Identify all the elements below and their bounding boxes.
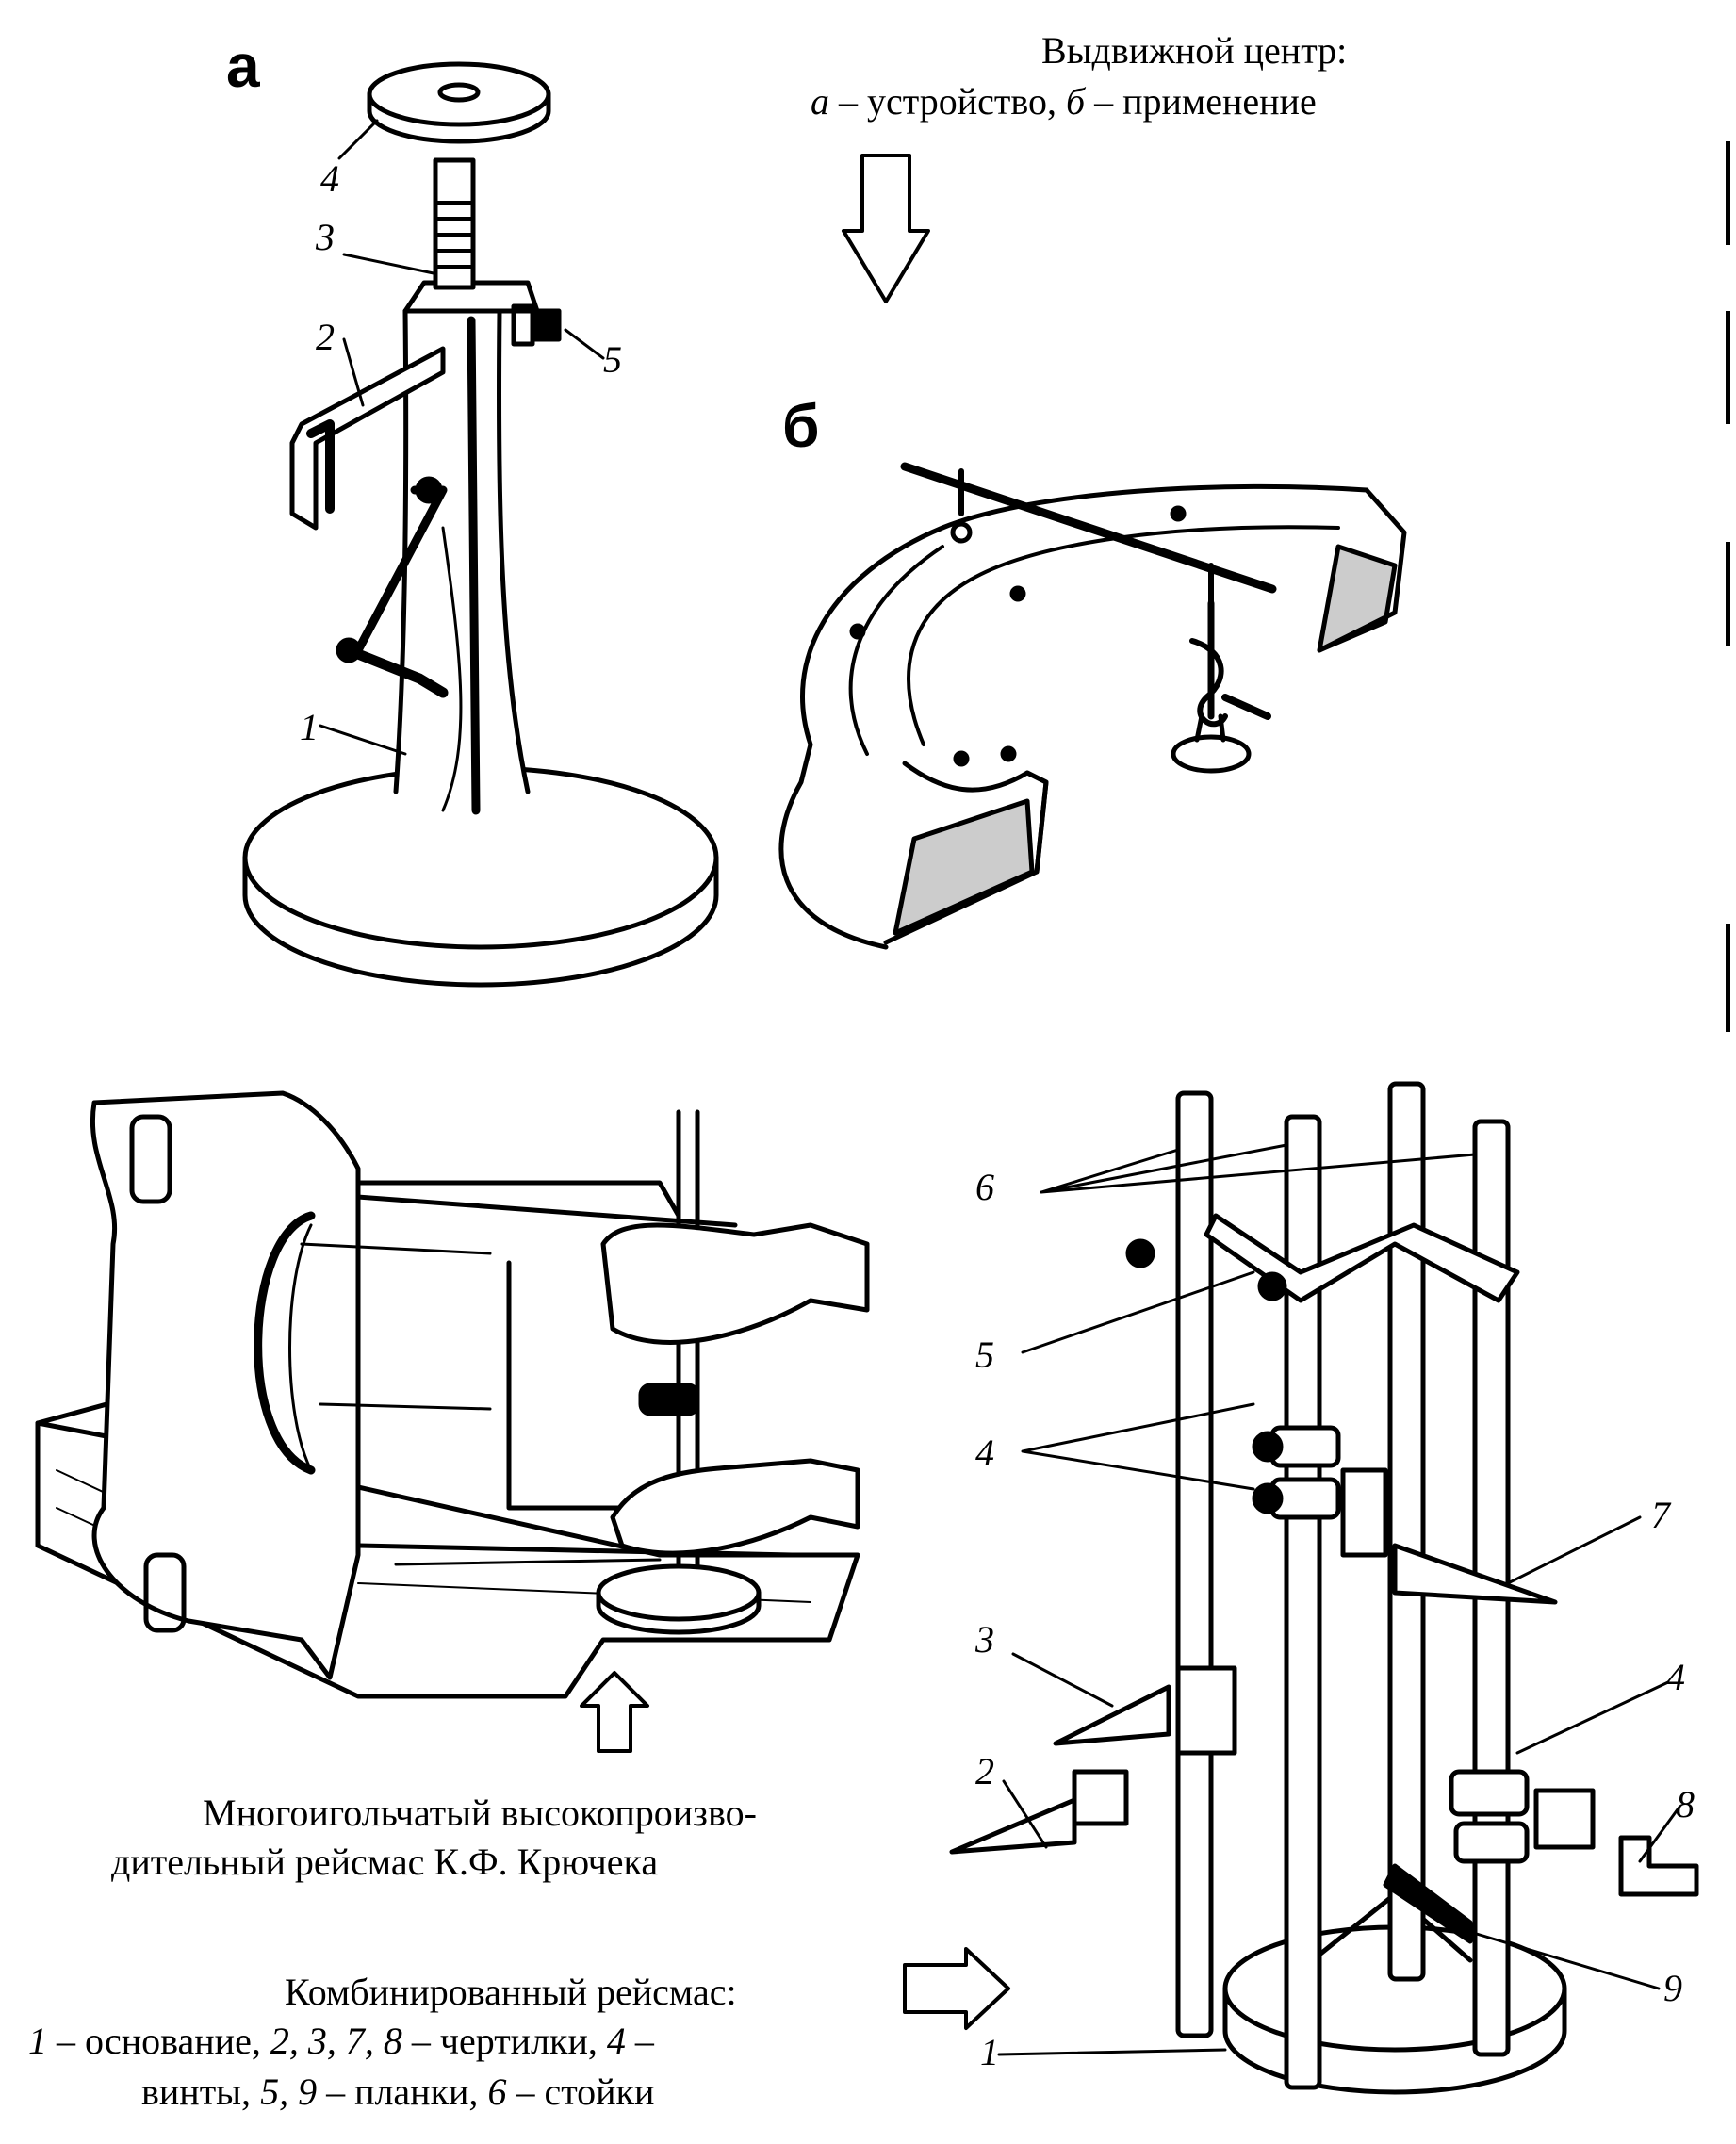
label-plate-9: 9 [1663,1967,1682,2009]
page-edge-mark [1726,311,1730,424]
label-base-1: 1 [980,2031,999,2073]
label-posts: 6 [975,1166,994,1208]
arrow-down-icon [842,154,930,303]
label-top-disk: 4 [320,157,339,200]
label-clamp: 5 [603,338,622,381]
panel-letter-b: б [782,392,820,460]
label-scriber-2: 2 [975,1750,994,1792]
caption-center-subtitle: а – устройство, б – применение [811,80,1317,123]
caption-combined-line2: 1 – основание, 2, 3, 7, 8 – чертилки, 4 … [28,2020,654,2062]
page-edge-mark [1726,542,1730,646]
caption-combined-title: Комбинированный рейсмас: [285,1971,737,2013]
caption-combined-line3: винты, 5, 9 – планки, 6 – стойки [141,2070,655,2113]
label-plate-5: 5 [975,1334,994,1376]
label-screws-4: 4 [975,1432,994,1474]
label-screws-4b: 4 [1666,1656,1685,1698]
arrow-up-icon [580,1671,649,1753]
label-scriber-3: 3 [975,1618,994,1661]
page-edge-mark [1726,924,1730,1032]
arrow-right-icon [903,1947,1010,2030]
combined-surface-gauge-illustration [949,1081,1699,2095]
caption-center-title: Выдвижной центр: [1041,29,1348,72]
page-edge-mark [1726,141,1730,245]
label-scriber-8: 8 [1676,1783,1695,1825]
caption-gauge-line1: Многоигольчатый высокопроизво- [203,1792,757,1834]
ring-workpiece-application [778,462,1407,950]
multi-needle-surface-gauge-illustration [35,1090,870,1699]
caption-gauge-line2: дительный рейсмас К.Ф. Крючека [111,1841,659,1883]
extendable-center-device [242,61,719,988]
label-base: 1 [300,706,319,748]
panel-letter-a: а [226,32,260,100]
label-scriber-7: 7 [1651,1494,1670,1536]
label-bracket: 2 [316,316,335,358]
label-screw: 3 [316,216,335,258]
